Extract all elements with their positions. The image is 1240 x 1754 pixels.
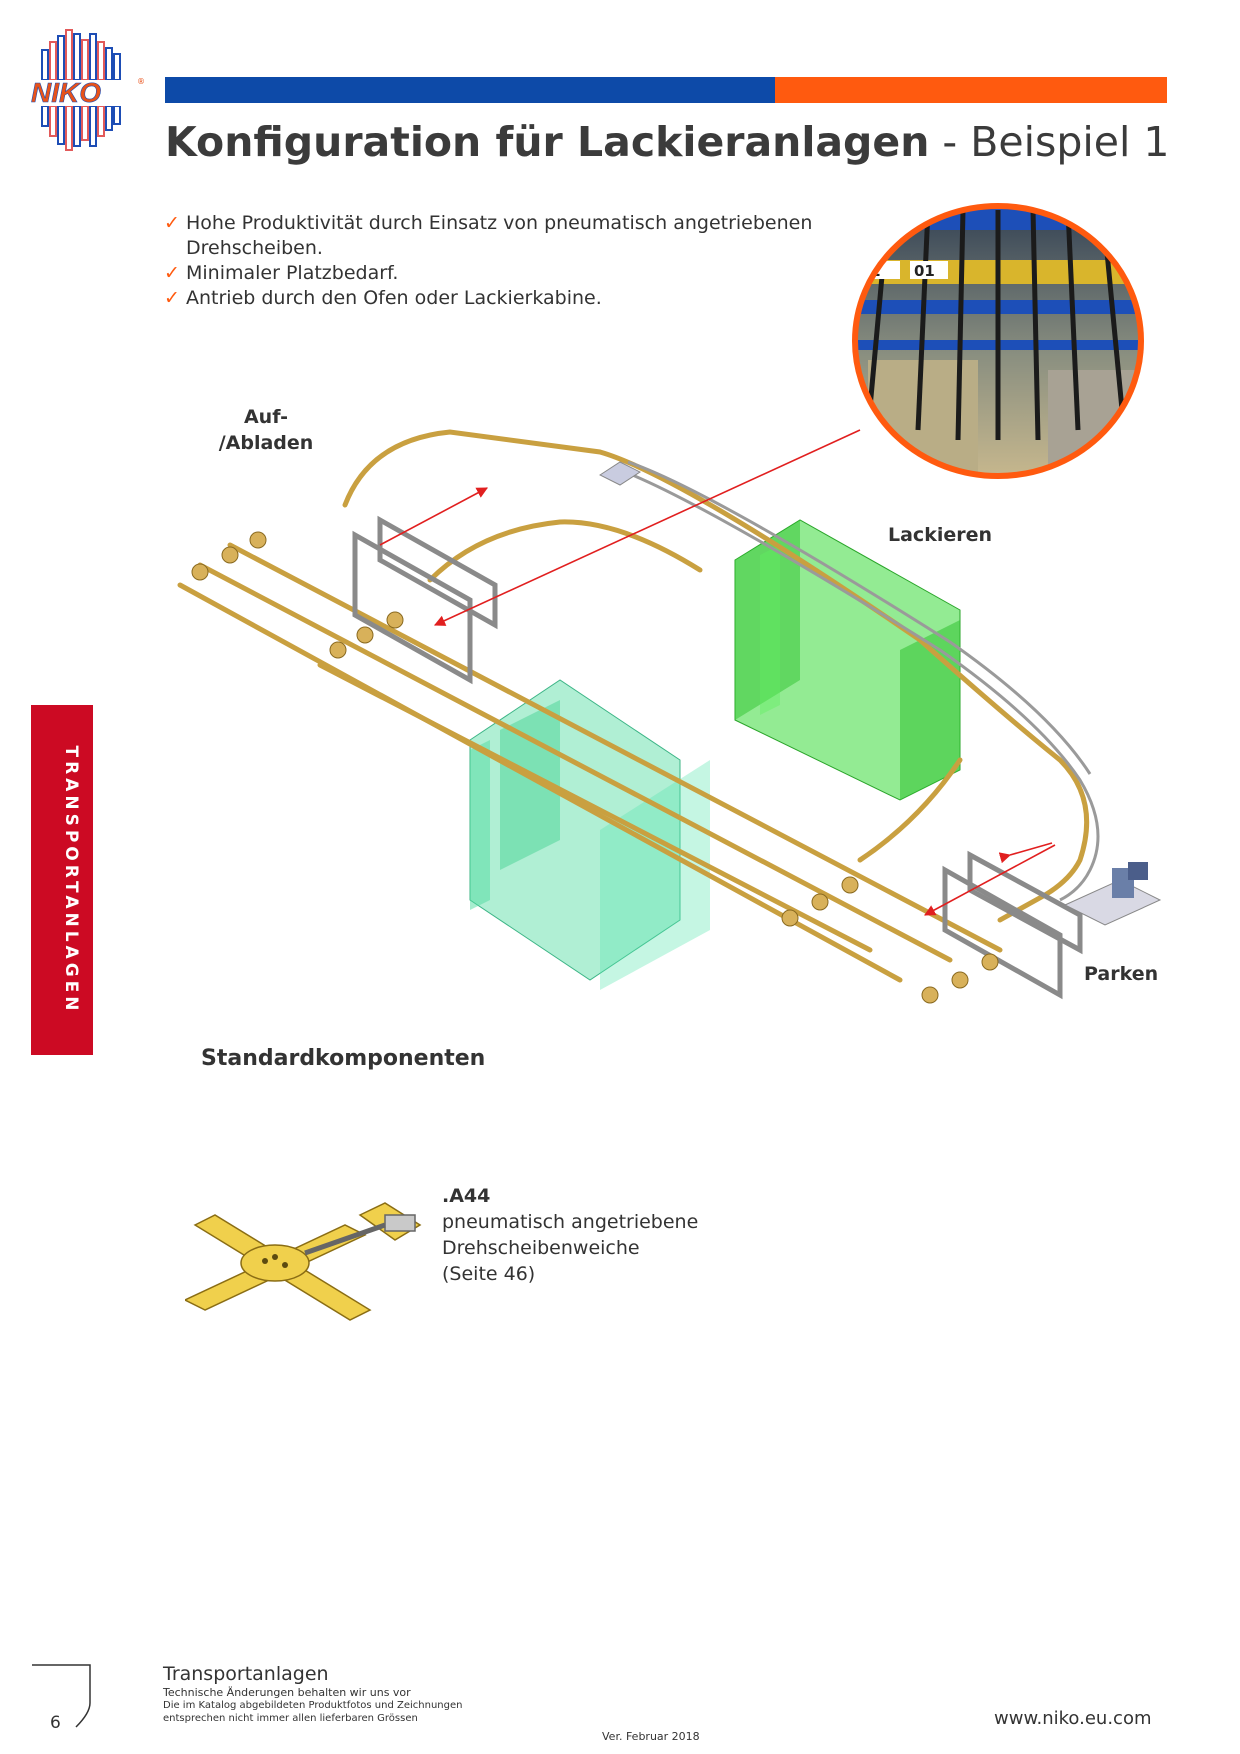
checkmark-icon: ✓ [164,262,180,284]
transfer-arrows [379,429,1056,916]
drive-unit [1063,862,1162,926]
header-bar-blue [165,77,775,103]
rack-right [942,850,1083,1000]
component-description: .A44 pneumatisch angetriebene Drehscheib… [442,1183,698,1287]
steel-track [619,460,1100,902]
logo-text: NIKO [31,77,101,108]
feature-item: ✓Antrieb durch den Ofen oder Lackierkabi… [164,287,602,309]
section-side-tab: TRANSPORTANLAGEN [31,705,93,1055]
component-page-ref: (Seite 46) [442,1263,536,1285]
niko-logo: NIKO ® [28,29,145,151]
page-number: 6 [50,1713,61,1733]
label-loading-station: Auf- /Abladen [218,406,314,454]
track-rails [177,429,1090,983]
feature-item: ✓Hohe Produktivität durch Einsatz von pn… [164,212,813,259]
rack-left [352,515,498,685]
header-bar-orange [775,77,1167,103]
checkmark-icon: ✓ [164,212,180,234]
page-title-suffix: - Beispiel 1 [929,118,1170,166]
feature-item: ✓Minimaler Platzbedarf. [164,262,399,284]
turntable-switches [191,531,999,1004]
component-code: .A44 [442,1185,491,1207]
label-painting-station: Lackieren [888,524,993,546]
footer-version: Ver. Februar 2018 [602,1730,700,1743]
turntable-switch-image [185,1202,422,1321]
page-title-bold: Konfiguration für Lackieranlagen [165,118,930,166]
feature-list: ✓Hohe Produktivität durch Einsatz von pn… [164,211,844,311]
svg-text:®: ® [137,77,145,86]
footer-url[interactable]: www.niko.eu.com [994,1708,1152,1729]
footer-title: Transportanlagen [163,1663,329,1685]
installation-photo: 32 01 [852,203,1144,479]
section-side-tab-label: TRANSPORTANLAGEN [61,745,81,1015]
component-line: pneumatisch angetriebene [442,1211,699,1233]
photo-sign-2: 01 [914,262,935,280]
track-end-plate [598,461,642,486]
page-number-tab [32,1664,91,1728]
layout-diagram [177,429,1162,1004]
footer-notes: Technische Änderungen behalten wir uns v… [163,1686,463,1724]
page-title: Konfiguration für Lackieranlagen - Beisp… [165,118,1170,166]
checkmark-icon: ✓ [164,287,180,309]
standard-components-title: Standardkomponenten [201,1046,486,1071]
label-parking-station: Parken [1084,963,1159,985]
paint-booth [734,519,961,801]
component-line: Drehscheibenweiche [442,1237,640,1259]
